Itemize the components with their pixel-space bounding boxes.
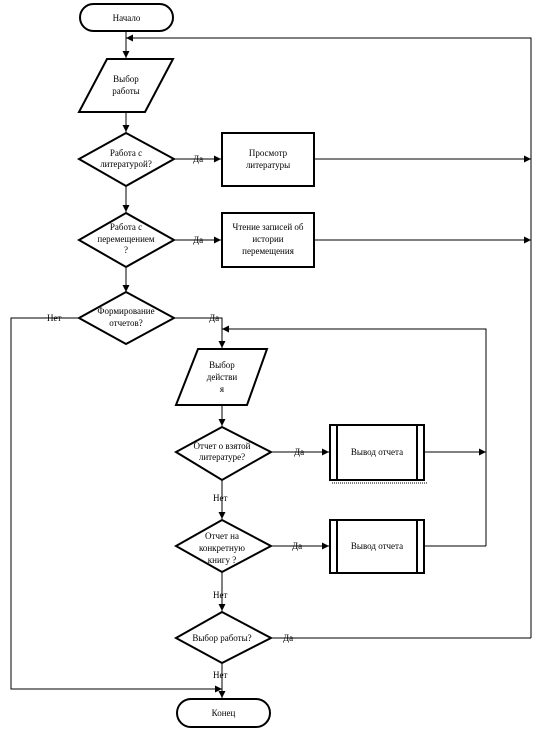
connectors <box>10 31 532 698</box>
connector-qrep-yes <box>174 317 226 348</box>
decision-movement: Работа с перемещением ? <box>76 211 177 269</box>
label-literature-yes: Да <box>193 154 203 164</box>
read-records-line-1: Чтение записей об <box>233 222 304 232</box>
output-report-2: Вывод отчета <box>329 519 425 574</box>
decision-report-book-line-3: книгу ? <box>208 555 236 565</box>
decision-report-taken-line-2: литературе? <box>199 452 245 462</box>
label-movement-yes: Да <box>193 235 203 245</box>
output-report-1: Вывод отчета <box>329 424 428 484</box>
choose-action-line-3: я <box>220 384 224 394</box>
decision-reports-line-1: Формирование <box>97 306 154 316</box>
decision-report-book: Отчет на конкретную книгу ? <box>173 518 274 574</box>
decision-choose-work: Выбор работы? <box>173 610 274 665</box>
choose-work-io: Выбор работы <box>77 58 175 113</box>
output-report-1-label: Вывод отчета <box>351 447 403 457</box>
choose-action-line-2: действи <box>207 372 238 382</box>
decision-reports-line-2: отчетов? <box>109 318 142 328</box>
label-choose-work-yes: Да <box>283 633 293 643</box>
label-reports-yes: Да <box>209 313 219 323</box>
decision-literature: Работа с литературой? <box>76 131 177 188</box>
decision-report-book-line-1: Отчет на <box>205 531 239 541</box>
decision-report-taken-line-1: Отчет о взятой <box>194 441 251 451</box>
start-terminal: Начало <box>79 3 174 32</box>
label-report-book-yes: Да <box>292 541 302 551</box>
choose-work-line-2: работы <box>112 86 139 96</box>
decision-movement-line-2: перемещением <box>97 234 155 244</box>
decision-reports: Формирование отчетов? <box>76 290 177 346</box>
view-literature-line-1: Просмотр <box>249 148 288 158</box>
choose-work-line-1: Выбор <box>113 74 139 84</box>
label-reports-no: Нет <box>47 313 61 323</box>
label-report-taken-yes: Да <box>294 447 304 457</box>
read-records-line-3: перемещения <box>242 246 294 256</box>
start-label: Начало <box>113 13 141 23</box>
choose-action-io: Выбор действи я <box>174 348 269 406</box>
decision-movement-line-3: ? <box>124 245 128 255</box>
end-label: Конец <box>212 708 236 718</box>
output-report-2-label: Вывод отчета <box>351 541 403 551</box>
connector-inner-loop <box>222 325 487 546</box>
decision-literature-line-2: литературой? <box>100 159 152 169</box>
connector-main-loop <box>126 34 532 638</box>
connector-qrep-no <box>10 317 222 693</box>
decision-report-taken: Отчет о взятой литературе? <box>173 425 274 482</box>
decision-literature-line-1: Работа с <box>110 148 142 158</box>
end-terminal: Конец <box>176 698 271 728</box>
decision-report-book-line-2: конкретную <box>199 543 245 553</box>
decision-movement-line-1: Работа с <box>110 222 142 232</box>
process-read-records: Чтение записей об истории перемещения <box>221 212 315 268</box>
label-report-book-no: Нет <box>213 590 227 600</box>
label-choose-work-no: Нет <box>213 670 227 680</box>
view-literature-line-2: литературы <box>246 160 290 170</box>
decision-choose-work-label: Выбор работы? <box>192 633 251 643</box>
choose-action-line-1: Выбор <box>209 360 235 370</box>
process-view-literature: Просмотр литературы <box>221 132 315 187</box>
read-records-line-2: истории <box>252 234 283 244</box>
label-report-taken-no: Нет <box>213 493 227 503</box>
